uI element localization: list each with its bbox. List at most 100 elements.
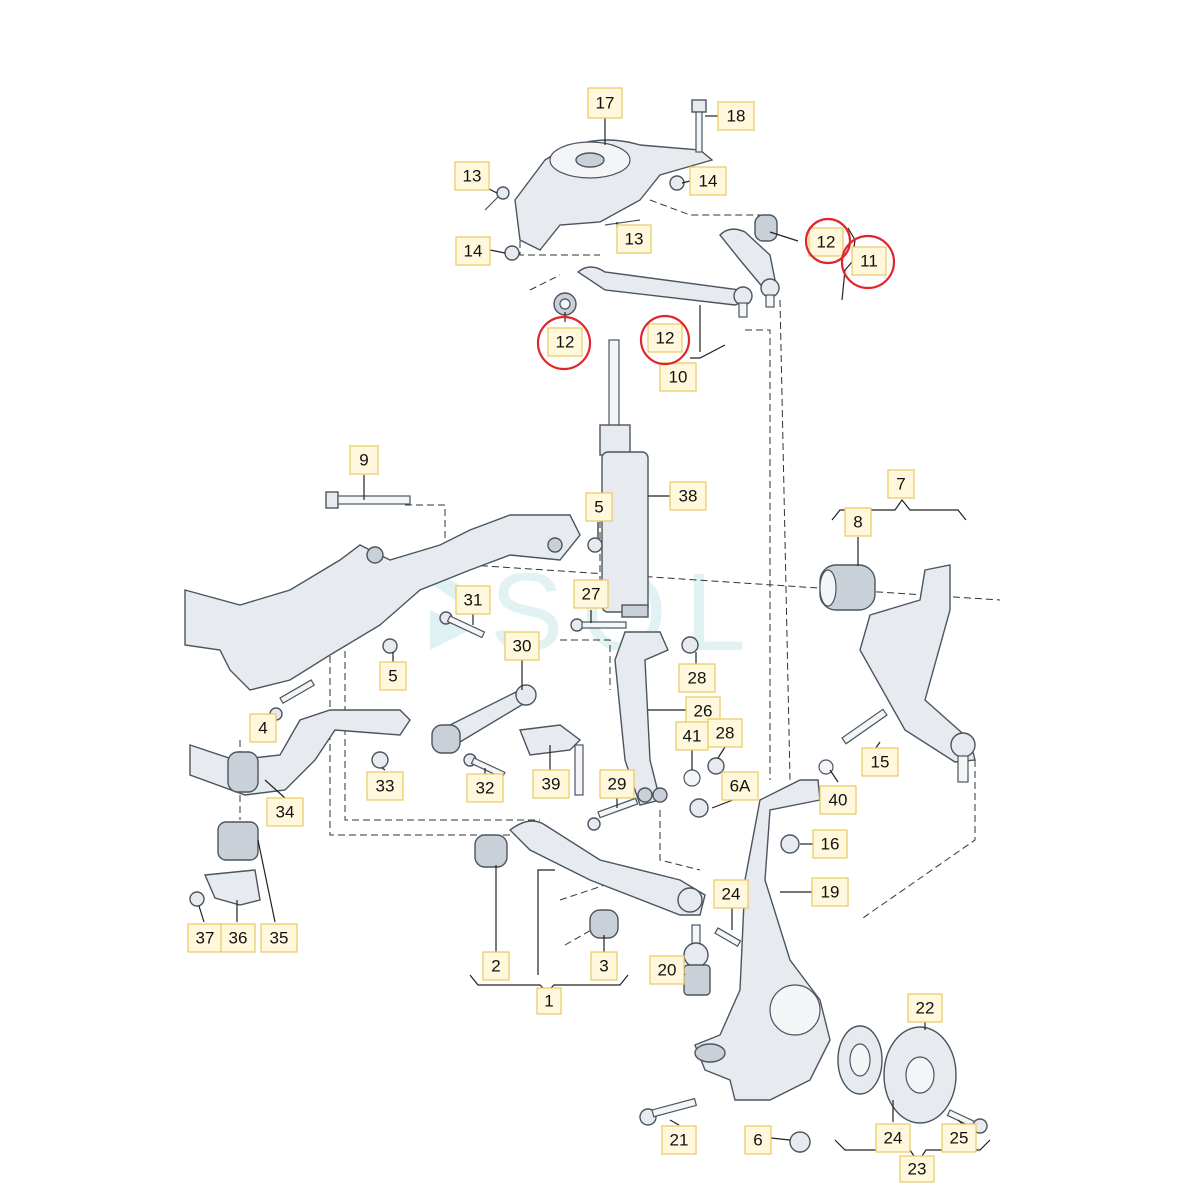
bolt-21-part [639, 1097, 698, 1126]
callout-5: 5 [379, 661, 407, 691]
highlight-ring-12 [639, 314, 691, 366]
callout-39: 39 [532, 769, 570, 799]
bolt-31-part [439, 611, 486, 639]
callout-labels: 17 18 13 14 13 14 12 11 12 12 10 9 5 38 … [187, 87, 977, 1183]
svg-text:34: 34 [276, 802, 295, 821]
svg-text:36: 36 [229, 928, 248, 947]
svg-text:12: 12 [817, 232, 836, 251]
strut-fork-26-part [614, 631, 669, 806]
nut-6A-part [689, 798, 709, 818]
callout-34: 34 [266, 797, 304, 827]
upper-control-arm-10-part [576, 266, 753, 318]
nut-16-part [780, 834, 800, 854]
callout-2: 2 [482, 951, 510, 981]
svg-text:19: 19 [821, 882, 840, 901]
callout-22: 22 [907, 993, 943, 1023]
stabilizer-bar-34-part [189, 709, 411, 796]
steering-knuckle-19-part [694, 779, 831, 1101]
callout-16: 16 [812, 829, 848, 859]
callout-8: 8 [844, 507, 872, 537]
callout-28: 28 [707, 718, 743, 748]
bolt-18-part [691, 99, 707, 153]
bolt-9-part [325, 491, 411, 509]
callout-18: 18 [717, 101, 755, 131]
ball-joint-20-part [683, 924, 711, 996]
callout-24: 24 [713, 879, 749, 909]
callout-31: 31 [455, 585, 491, 615]
callout-6: 6 [744, 1125, 772, 1155]
nut-28-part [681, 636, 725, 775]
svg-text:30: 30 [513, 636, 532, 655]
svg-text:2: 2 [491, 956, 500, 975]
svg-text:5: 5 [388, 666, 397, 685]
nut-33-part [371, 751, 389, 769]
callout-23: 23 [899, 1155, 935, 1183]
callout-28: 28 [678, 663, 716, 693]
svg-text:18: 18 [727, 106, 746, 125]
svg-text:1: 1 [544, 991, 553, 1010]
callout-14: 14 [689, 166, 727, 196]
callout-3: 3 [590, 951, 618, 981]
highlight-ring-11 [840, 234, 896, 290]
svg-text:25: 25 [950, 1128, 969, 1147]
svg-text:12: 12 [556, 332, 575, 351]
lower-control-arm-7-part [859, 564, 976, 783]
svg-text:35: 35 [270, 928, 289, 947]
svg-text:23: 23 [908, 1159, 927, 1178]
svg-text:27: 27 [582, 584, 601, 603]
svg-text:6A: 6A [730, 776, 751, 795]
bushing-8-part [819, 564, 876, 611]
svg-text:26: 26 [694, 701, 713, 720]
callout-12: 12 [547, 327, 583, 357]
callout-37: 37 [187, 923, 223, 953]
callout-14: 14 [455, 236, 491, 266]
svg-text:33: 33 [376, 776, 395, 795]
svg-text:3: 3 [599, 956, 608, 975]
svg-text:6: 6 [753, 1130, 762, 1149]
bolt-29-part [587, 797, 639, 831]
callout-12: 12 [647, 323, 683, 353]
callout-20: 20 [649, 955, 685, 985]
callout-41: 41 [675, 721, 709, 751]
svg-text:20: 20 [658, 960, 677, 979]
callout-30: 30 [504, 631, 540, 661]
coupling-link-39-part [519, 724, 584, 796]
callout-11: 11 [851, 246, 887, 276]
nut-6-part [789, 1131, 811, 1153]
lower-control-arm-1-part [508, 820, 706, 916]
svg-text:32: 32 [476, 778, 495, 797]
washer-41-part [683, 769, 701, 787]
bolt-15-part [841, 708, 888, 745]
svg-text:7: 7 [896, 474, 905, 493]
clamp-36-part [203, 869, 261, 906]
svg-text:39: 39 [542, 774, 561, 793]
bushing-2-part [474, 834, 508, 868]
callout-15: 15 [861, 747, 899, 777]
svg-text:41: 41 [683, 726, 702, 745]
strut-mount-part [514, 139, 714, 251]
callout-27: 27 [573, 579, 609, 609]
svg-text:5: 5 [594, 497, 603, 516]
callout-12: 12 [808, 227, 844, 257]
callout-38: 38 [669, 481, 707, 511]
callout-21: 21 [661, 1125, 697, 1155]
callout-6A: 6A [721, 771, 759, 801]
upper-control-arm-11-part [719, 214, 780, 308]
callout-9: 9 [349, 445, 379, 475]
callout-13: 13 [616, 224, 652, 254]
svg-text:24: 24 [722, 884, 741, 903]
svg-text:8: 8 [853, 512, 862, 531]
callout-32: 32 [466, 773, 504, 803]
highlight-ring-12 [804, 217, 852, 265]
svg-text:40: 40 [829, 790, 848, 809]
link-30-part [431, 684, 537, 754]
callout-17: 17 [587, 87, 623, 119]
shock-absorber-38-part [599, 339, 649, 618]
callout-40: 40 [819, 785, 857, 815]
bushing-3-part [589, 909, 619, 939]
callout-35: 35 [260, 923, 298, 953]
washer-40-part [818, 759, 834, 775]
svg-text:16: 16 [821, 834, 840, 853]
svg-text:14: 14 [464, 241, 483, 260]
